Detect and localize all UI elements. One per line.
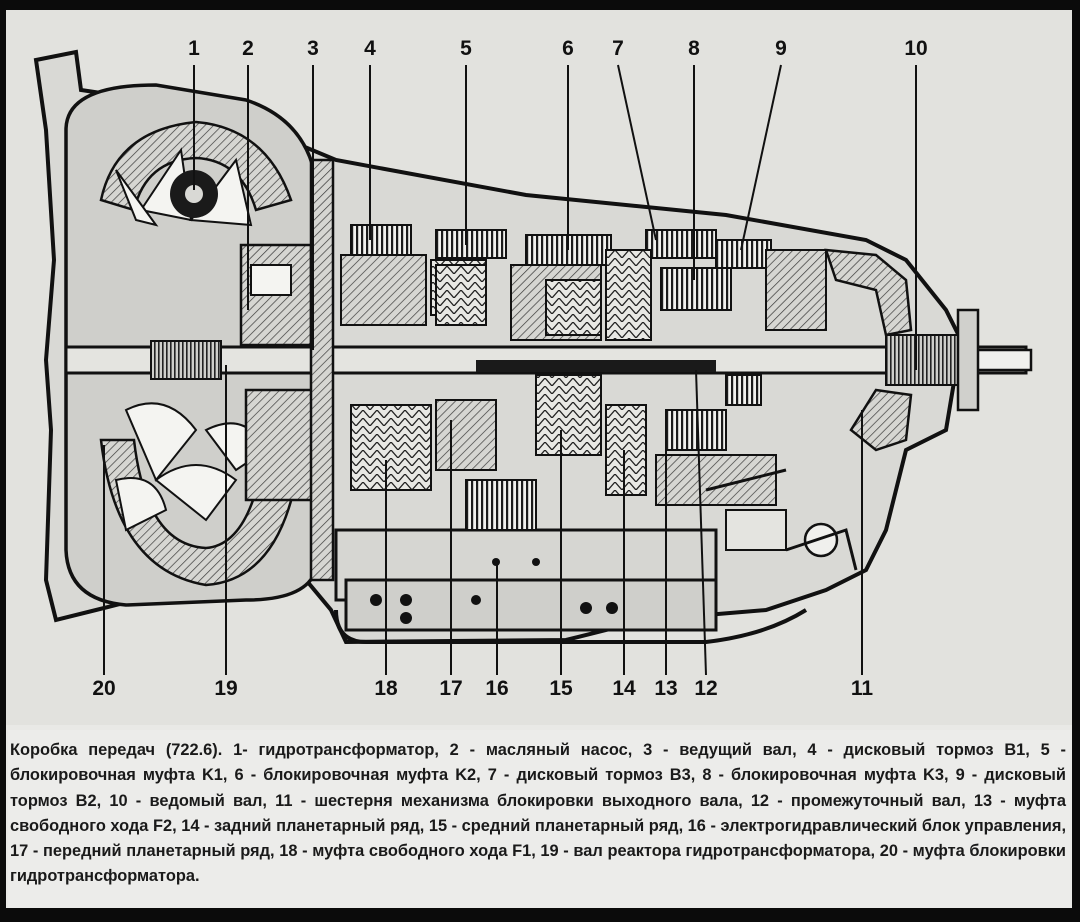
transmission-cutaway-drawing [33,49,1033,676]
part-label-13: 13 [654,677,678,700]
part-label-19: 19 [214,677,238,700]
part-label-3: 3 [307,37,319,60]
part-label-7: 7 [612,37,624,60]
part-label-17: 17 [439,677,463,700]
part-label-10: 10 [904,37,928,60]
part-label-20: 20 [92,677,116,700]
part-label-1: 1 [188,37,200,60]
part-label-16: 16 [485,677,509,700]
part-label-2: 2 [242,37,254,60]
part-label-5: 5 [460,37,472,60]
part-label-12: 12 [694,677,718,700]
figure-caption: Коробка передач (722.6). 1- гидротрансфо… [8,730,1070,908]
part-label-8: 8 [688,37,700,60]
part-label-14: 14 [612,677,636,700]
part-label-15: 15 [549,677,573,700]
book-page: 1 2 3 4 5 6 7 8 9 10 20 19 18 17 16 15 1… [6,10,1072,908]
transmission-figure: 1 2 3 4 5 6 7 8 9 10 20 19 18 17 16 15 1… [6,10,1072,725]
part-label-4: 4 [364,37,376,60]
part-label-9: 9 [775,37,787,60]
part-label-11: 11 [850,677,874,700]
part-label-6: 6 [562,37,574,60]
caption-text: Коробка передач (722.6). 1- гидротрансфо… [10,741,1067,886]
part-label-18: 18 [374,677,398,700]
